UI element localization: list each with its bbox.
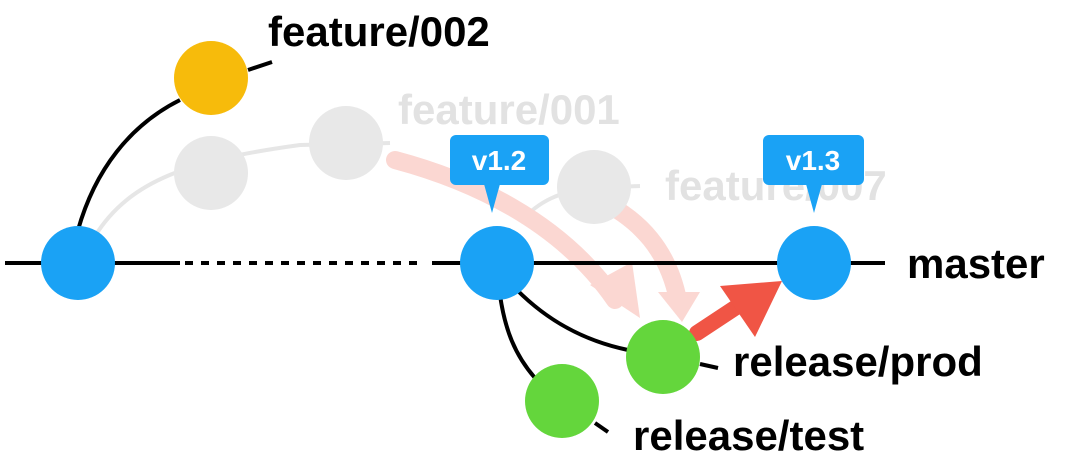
merge-arrowhead (720, 281, 782, 337)
feature-002-label: feature/002 (268, 8, 490, 55)
release-test-label: release/test (633, 412, 864, 459)
feature-002-node (174, 41, 248, 115)
faded-merge-arrowhead-2 (658, 292, 700, 322)
master-node-v12 (460, 226, 534, 300)
tag-v12: v1.2 (450, 135, 549, 213)
tag-v13: v1.3 (763, 135, 864, 213)
tag-v12-label: v1.2 (472, 145, 527, 176)
branch-labels: feature/002 master release/prod release/… (268, 8, 1045, 459)
release-prod-branch-line (515, 288, 629, 352)
master-node-v13 (777, 226, 851, 300)
release-prod-label-stub (699, 362, 719, 370)
master-node-start (41, 226, 115, 300)
tag-v13-label: v1.3 (786, 145, 841, 176)
tag-v13-bubble (763, 135, 864, 185)
nodes (41, 41, 851, 438)
feature-001-node-1 (174, 136, 248, 210)
feature-001-label: feature/001 (398, 86, 620, 133)
release-test-label-stub (593, 421, 610, 434)
faded-merge-arrowhead-1 (590, 262, 640, 318)
faded-merge-arrow-1 (386, 151, 624, 309)
tag-v12-pointer (484, 184, 500, 213)
master-label: master (907, 240, 1045, 287)
release-prod-node (626, 320, 700, 394)
feature-001-node-2 (309, 106, 383, 180)
merge-arrow (689, 281, 782, 341)
feature-002-label-stub (247, 60, 273, 72)
release-test-branch-line (498, 294, 537, 380)
feature-007-node (557, 150, 631, 224)
release-prod-label: release/prod (733, 338, 983, 385)
feature-002-branch-line (76, 98, 181, 231)
tag-v12-bubble (450, 135, 549, 185)
faded-layer: feature/001 feature/007 (93, 86, 887, 322)
release-test-node (525, 364, 599, 438)
tag-v13-pointer (806, 184, 822, 213)
